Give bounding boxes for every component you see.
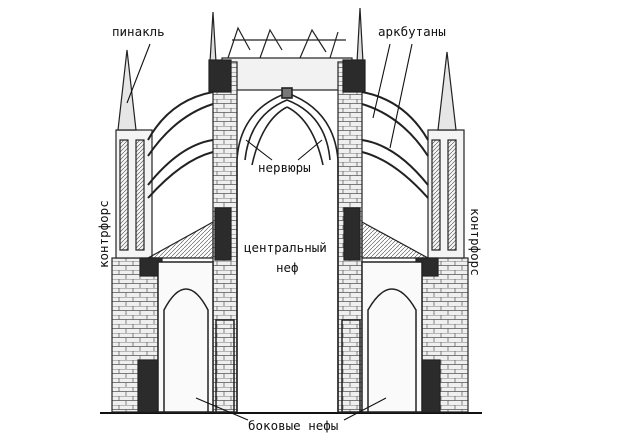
left-buttress xyxy=(111,49,163,413)
top-spires xyxy=(209,7,364,63)
nave-vault xyxy=(236,87,339,412)
label-pinnacle: пинакль xyxy=(112,24,165,39)
label-central-nave-2: неф xyxy=(276,260,299,275)
flying-buttresses xyxy=(147,91,429,199)
label-ribs: нервюры xyxy=(258,160,311,175)
label-central-nave-1: центральный xyxy=(244,240,327,255)
side-nave-arches xyxy=(157,261,423,413)
label-buttress-left: контрфорс xyxy=(96,200,111,268)
roof-frame xyxy=(221,26,353,91)
label-buttress-right: контрфорс xyxy=(468,208,483,276)
label-flying-buttresses: аркбутаны xyxy=(378,24,446,39)
label-side-naves: боковые нефы xyxy=(248,418,338,433)
right-buttress xyxy=(415,51,469,413)
side-roofs xyxy=(145,220,429,259)
pointer-lines xyxy=(126,43,413,421)
